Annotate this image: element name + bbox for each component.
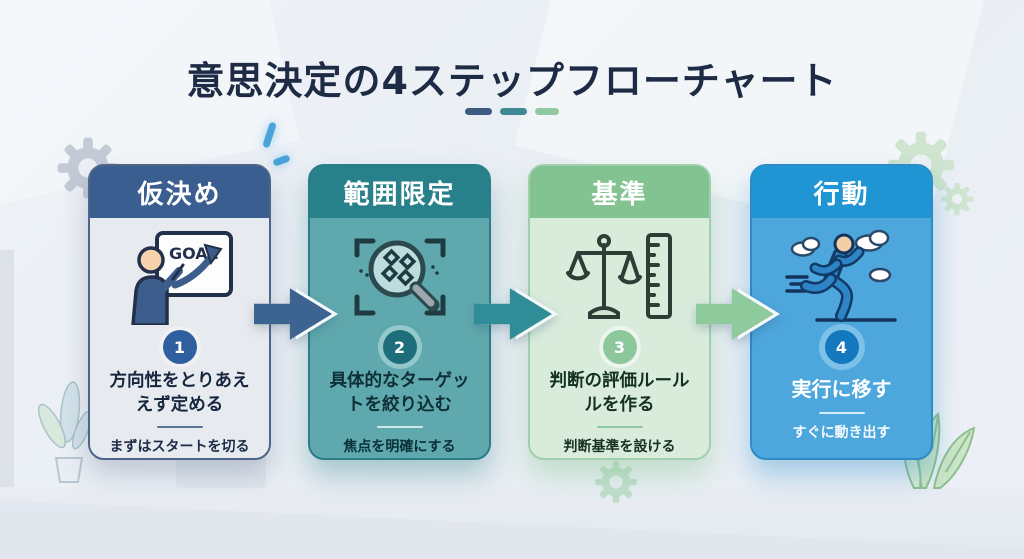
step-sub-text: すぐに動き出す [792, 425, 891, 441]
gear-icon [595, 461, 637, 503]
step-header: 行動 [752, 166, 931, 218]
step-body: 4 実行に移す すぐに動き出す [752, 218, 931, 458]
goal-presentation-icon: GOAL [115, 226, 245, 326]
step-number-badge: 2 [382, 330, 417, 364]
title-underline [0, 108, 1024, 115]
step-card-action: 行動 [750, 164, 933, 460]
flow-arrow-3-icon [696, 284, 780, 344]
divider [156, 426, 203, 429]
step-body: GOAL 1 方向性をとりあえ えず定める まずはスタートを切る [90, 218, 269, 468]
underline-dash [535, 108, 559, 115]
gear-icon [940, 182, 974, 216]
step-header: 基準 [530, 166, 709, 218]
step-number-badge: 4 [824, 330, 859, 364]
step-main-text: 具体的なターゲッ トを絞り込む [329, 371, 470, 415]
step-main-text: 方向性をとりあえ えず定める [109, 371, 250, 415]
step-main-text: 実行に移す [791, 377, 892, 401]
underline-dash [500, 108, 527, 115]
sparkle-icon [250, 120, 296, 170]
step-card-criteria: 基準 3 [528, 164, 711, 460]
potted-plant-icon [37, 381, 93, 483]
flow-arrow-2-icon [474, 284, 558, 344]
underline-dash [465, 108, 492, 115]
step-header: 範囲限定 [310, 166, 489, 218]
step-main-text: 判断の評価ルール ルを作る [549, 371, 690, 415]
step-card-scope-limitation: 範囲限定 [308, 164, 491, 460]
divider [596, 426, 643, 429]
step-body: 2 具体的なターゲッ トを絞り込む 焦点を明確にする [310, 218, 489, 468]
page-title: 意思決定の4ステップフローチャート [186, 59, 838, 103]
step-body: 3 判断の評価ルール ルを作る 判断基準を設ける [530, 218, 709, 468]
step-number-badge: 1 [162, 330, 197, 364]
step-header: 仮決め [90, 166, 269, 218]
divider [376, 426, 423, 429]
step-sub-text: まずはスタートを切る [109, 439, 250, 456]
step-sub-text: 判断基準を設ける [563, 439, 676, 456]
divider [818, 412, 865, 414]
balance-scale-ruler-icon [555, 226, 685, 326]
step-card-tentative-decision: 仮決め GOAL 1 方向性をとりあえ えず定める ま [88, 164, 271, 460]
step-sub-text: 焦点を明確にする [343, 439, 456, 456]
magnifier-focus-icon [335, 226, 465, 326]
step-number-badge: 3 [602, 330, 637, 364]
flow-arrow-1-icon [254, 284, 338, 344]
background-wall-strip [0, 250, 14, 488]
running-person-icon [777, 226, 907, 326]
